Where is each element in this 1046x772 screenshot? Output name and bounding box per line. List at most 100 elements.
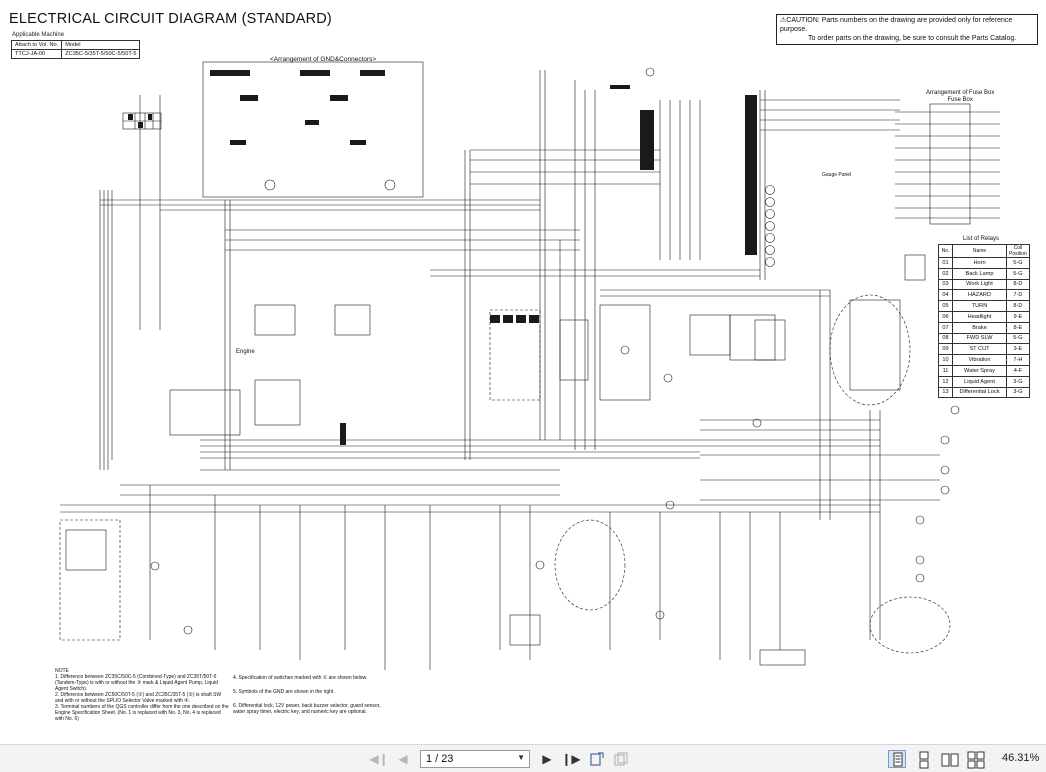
relay-position: 5-G <box>1006 257 1030 269</box>
note-3: 3. Terminal numbers of the QGS controlle… <box>55 704 229 722</box>
relay-col-no: No. <box>938 244 953 258</box>
relay-position: 8-E <box>1006 321 1030 334</box>
relay-name: ST CUT <box>952 343 1007 356</box>
page-separator: / <box>435 753 439 765</box>
document-title: ELECTRICAL CIRCUIT DIAGRAM (STANDARD) <box>9 11 332 27</box>
relay-no: 07 <box>938 321 953 334</box>
relay-name: Horn <box>952 257 1007 269</box>
relay-col-position: Coil Position <box>1006 244 1030 258</box>
notes-block-2: 4. Specification of switches marked with… <box>233 675 383 715</box>
relay-name: Vibration <box>952 354 1007 366</box>
relay-col-name: Name <box>952 244 1007 258</box>
note-1: 1. Difference between ZC35C/50C-5 (Combi… <box>55 674 218 692</box>
fuse-box-title: Arrangement of Fuse Box Fuse Box <box>926 90 994 104</box>
copy-page-icon[interactable] <box>612 750 630 768</box>
relay-no: 10 <box>938 354 953 366</box>
next-page-icon[interactable]: ▶ <box>542 752 552 766</box>
relay-no: 11 <box>938 364 953 377</box>
relay-position: 5-G <box>1006 332 1030 345</box>
relay-name: Water Spray <box>952 364 1007 377</box>
relay-position: 9-E <box>1006 310 1030 323</box>
page-number-field[interactable]: 1 / 23 ▼ <box>420 750 530 768</box>
relay-name: HAZARD <box>952 289 1007 302</box>
chevron-down-icon[interactable]: ▼ <box>517 753 525 762</box>
last-page-icon[interactable]: ❙▶ <box>561 752 581 766</box>
applicable-machine-label: Applicable Machine <box>12 32 65 38</box>
caution-note: ⚠CAUTION: Parts numbers on the drawing a… <box>776 14 1038 45</box>
total-pages: 23 <box>441 753 454 765</box>
model-header: Model <box>61 40 141 50</box>
relay-position: 3-G <box>1006 375 1030 388</box>
two-page-continuous-icon[interactable] <box>966 750 985 769</box>
fuse-box-heading: Arrangement of Fuse Box <box>926 90 995 96</box>
relay-name: Back Lamp <box>952 267 1007 280</box>
attach-vol-value: TTCJ-JA-00 <box>10 49 63 59</box>
relay-position: 5-G <box>1006 267 1030 280</box>
relay-no: 13 <box>938 386 953 399</box>
relay-no: 06 <box>938 310 953 323</box>
relay-position: 7-D <box>1006 289 1030 302</box>
note-6: 6. Differential lock, 12V power, back bu… <box>233 703 381 715</box>
relay-position: 7-H <box>1006 354 1030 366</box>
relay-no: 02 <box>938 267 953 280</box>
relay-no: 01 <box>938 257 953 269</box>
gnd-connectors-title: <Arrangement of GND&Connectors> <box>270 56 377 63</box>
note-2: 2. Difference between ZC50C/50T-5 (①) an… <box>55 692 222 704</box>
circuit-diagram <box>59 61 1000 670</box>
note-heading: NOTE <box>55 668 69 674</box>
first-page-icon[interactable]: ◀❙ <box>369 752 389 766</box>
relay-name: TURN <box>952 300 1007 312</box>
relay-position: 8-D <box>1006 300 1030 312</box>
applicable-machine-table: Attach to Vol. No. Model TTCJ-JA-00 ZC35… <box>10 40 141 59</box>
note-4: 4. Specification of switches marked with… <box>233 675 368 681</box>
relay-position: 3-E <box>1006 343 1030 356</box>
previous-page-icon[interactable]: ◀ <box>398 752 408 766</box>
relay-position: 4-F <box>1006 364 1030 377</box>
relay-no: 03 <box>938 278 953 291</box>
relay-name: Liquid Agent <box>952 375 1007 388</box>
continuous-view-icon[interactable] <box>914 750 932 769</box>
caution-line-1: ⚠CAUTION: Parts numbers on the drawing a… <box>780 17 1013 33</box>
document-page: ELECTRICAL CIRCUIT DIAGRAM (STANDARD) ⚠C… <box>0 0 1046 744</box>
relay-position: 8-D <box>1006 278 1030 291</box>
relay-no: 09 <box>938 343 953 356</box>
note-5: 5. Symbols of the GND are shown in the r… <box>233 689 335 695</box>
relay-name: Work Light <box>952 278 1007 291</box>
relay-no: 05 <box>938 300 953 312</box>
rotate-page-icon[interactable] <box>588 750 606 768</box>
relay-name: Headlight <box>952 310 1007 323</box>
relay-name: Differential Lock <box>952 386 1007 399</box>
current-page: 1 <box>426 753 433 765</box>
zoom-level[interactable]: 46.31% <box>1002 752 1040 764</box>
notes-block: NOTE 1. Difference between ZC35C/50C-5 (… <box>55 668 355 722</box>
relay-name: FWD SLW <box>952 332 1007 345</box>
engine-label: Engine <box>236 349 255 355</box>
relay-no: 04 <box>938 289 953 302</box>
pdf-toolbar: ◀❙ ◀ 1 / 23 ▼ ▶ ❙▶ 46.31% <box>0 744 1046 772</box>
relay-position: 3-G <box>1006 386 1030 399</box>
caution-line-2: To order parts on the drawing, be sure t… <box>808 35 1017 42</box>
two-page-view-icon[interactable] <box>940 750 959 768</box>
gauge-panel-label: Gauge Panel <box>822 172 852 178</box>
model-value: ZC35C-5/35T-5/50C-5/50T-5 <box>61 49 141 59</box>
relay-list-title: List of Relays <box>963 236 1000 242</box>
relay-no: 12 <box>938 375 953 388</box>
attach-vol-header: Attach to Vol. No. <box>10 40 63 50</box>
fuse-box-subheading: Fuse Box <box>947 97 973 103</box>
single-page-view-icon[interactable] <box>888 750 906 768</box>
relay-name: Brake <box>952 321 1007 334</box>
